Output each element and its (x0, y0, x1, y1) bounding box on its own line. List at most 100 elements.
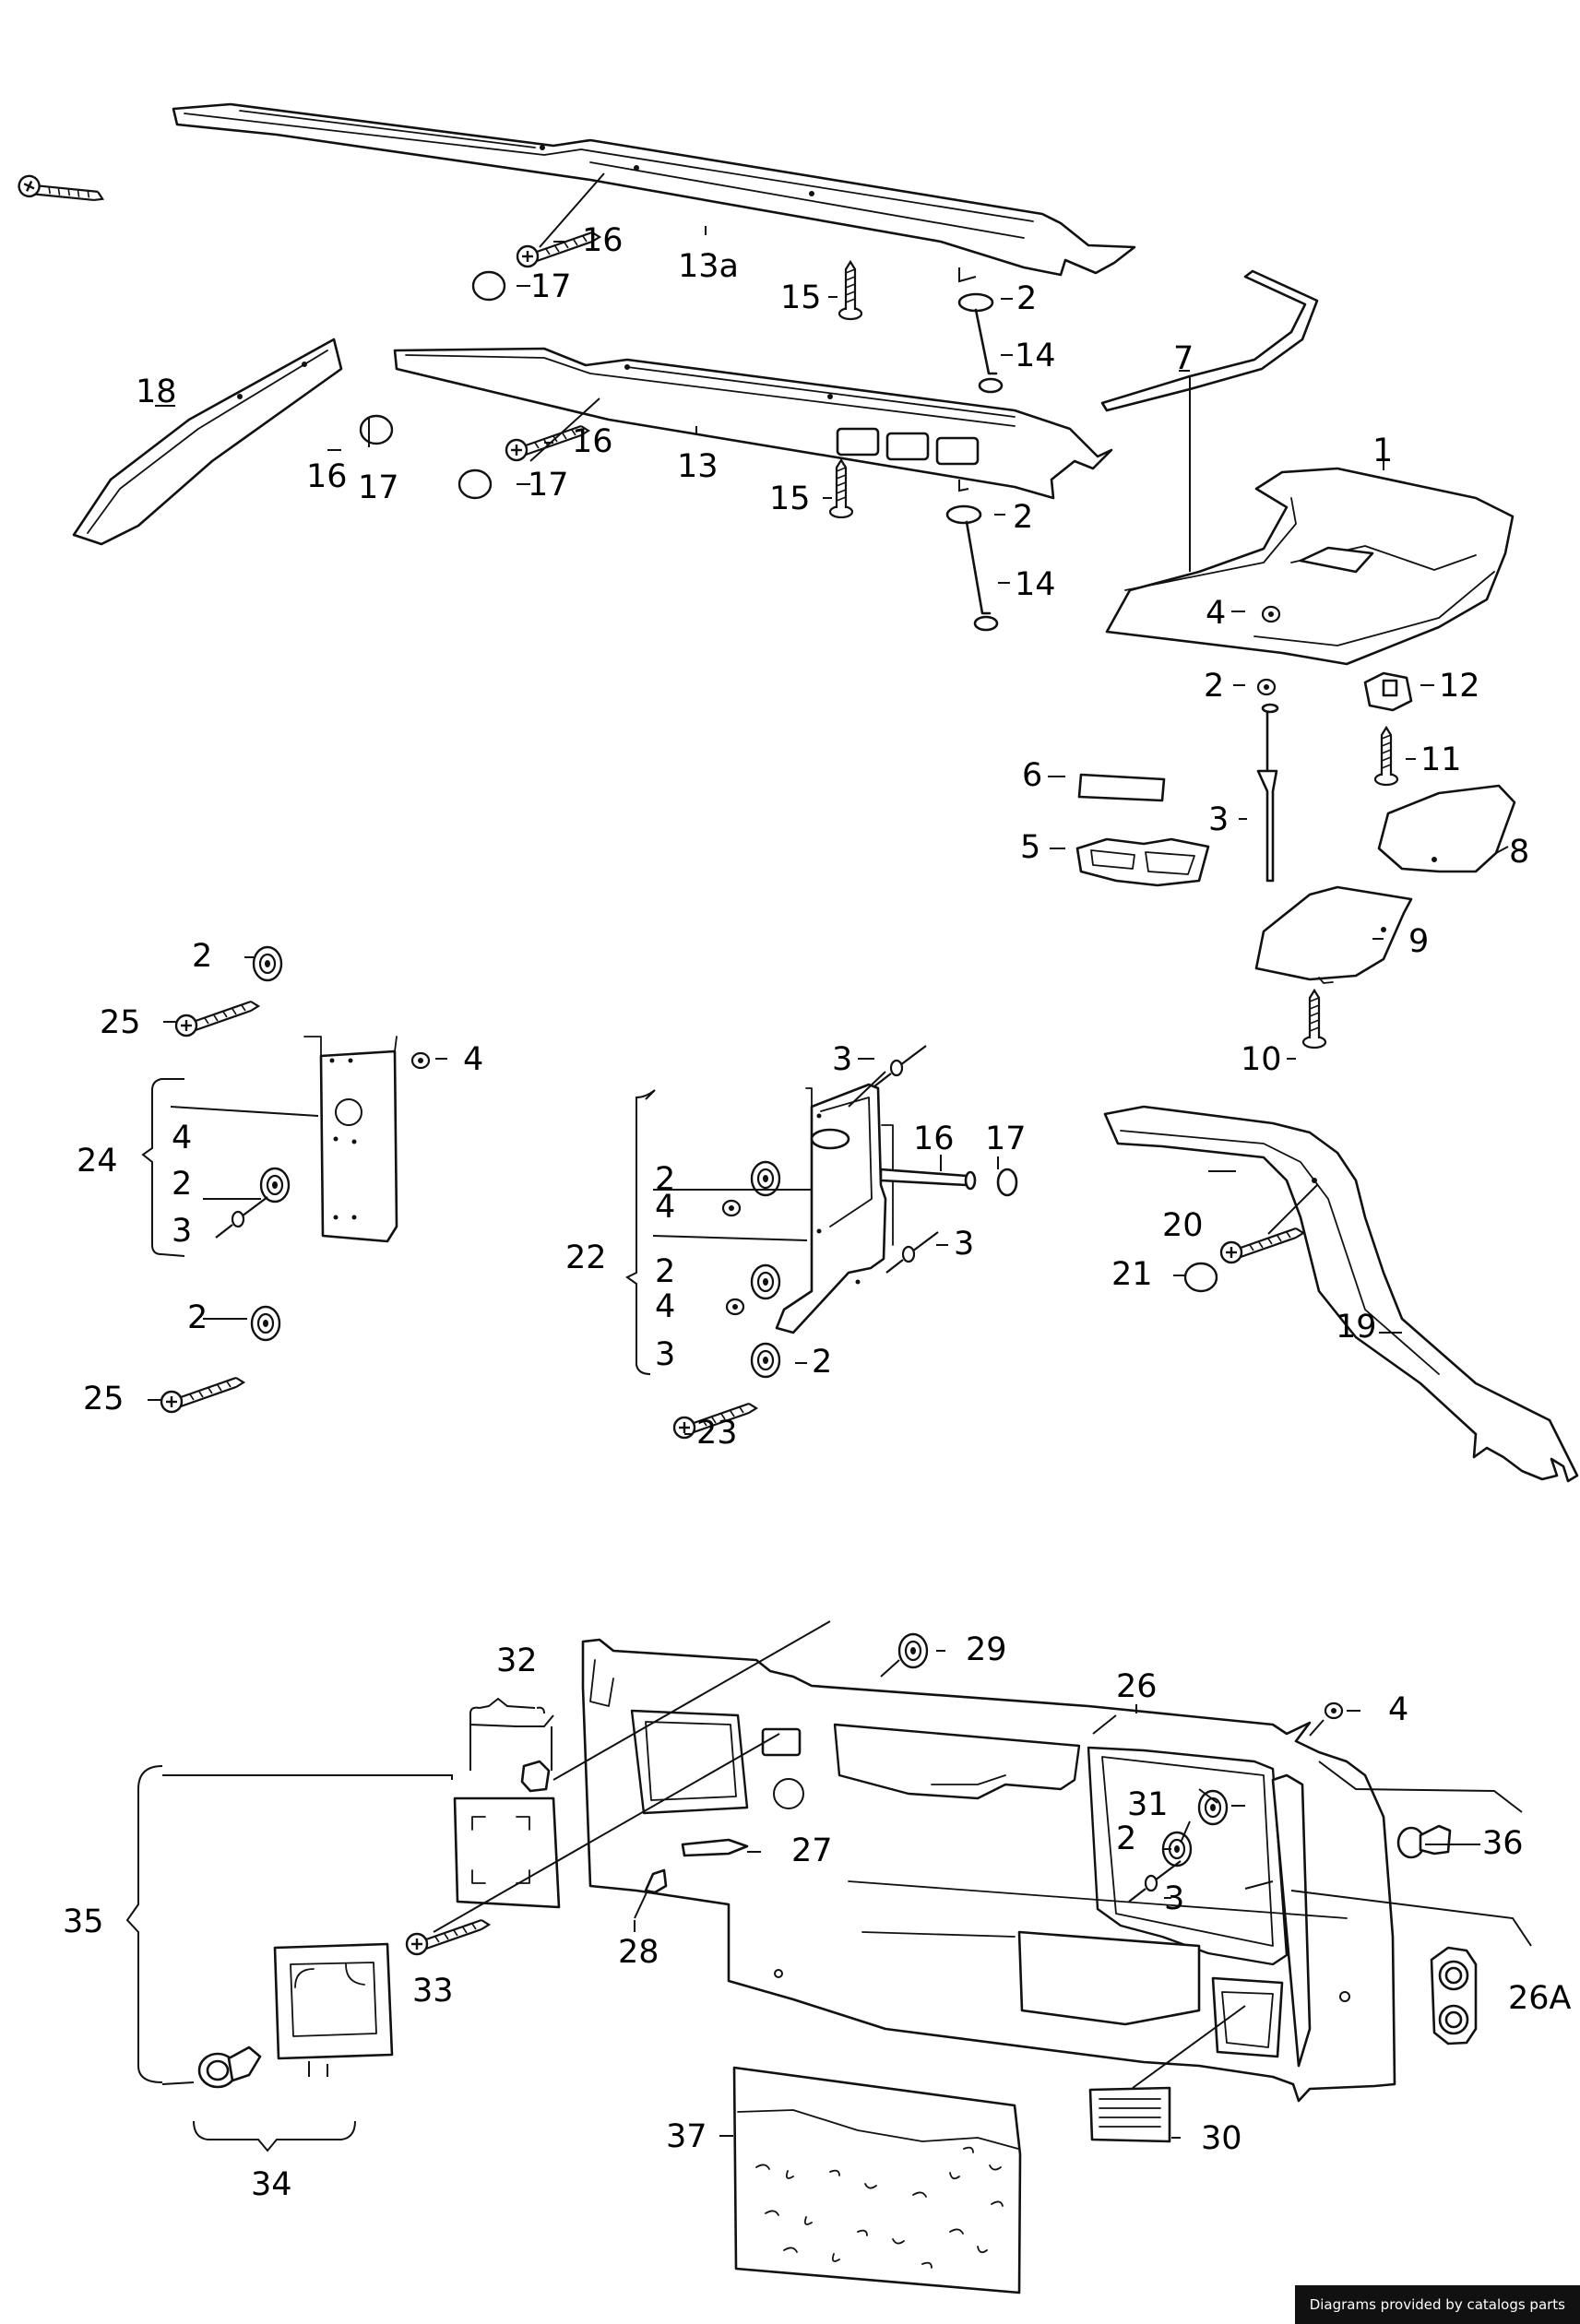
callout-15-a: 15 (780, 279, 822, 316)
callout-2-j: 2 (1116, 1820, 1136, 1857)
callout-14-a: 14 (1015, 338, 1056, 374)
part-24-pillar-trim (303, 1036, 398, 1243)
part-30-grille (1088, 2086, 1171, 2143)
callout-20: 20 (1162, 1207, 1204, 1244)
callout-17-d: 17 (985, 1120, 1027, 1157)
callout-7: 7 (1173, 340, 1194, 377)
callout-18: 18 (136, 374, 177, 410)
callout-2-f: 2 (187, 1299, 208, 1336)
part-36-knob (1396, 1824, 1452, 1859)
callout-14-b: 14 (1015, 566, 1056, 603)
fastener-screw-14a (974, 308, 1004, 394)
fastener-cap-17b (457, 468, 493, 500)
callout-16-d: 16 (913, 1120, 955, 1157)
callout-27: 27 (791, 1832, 833, 1869)
fastener-pin-3-p22a (873, 1044, 928, 1088)
fastener-cap-29 (897, 1632, 929, 1669)
callout-2-b: 2 (1204, 668, 1224, 705)
part-35-bracket (453, 1796, 561, 1909)
callout-2-d: 2 (192, 938, 212, 975)
fastener-screw-20 (1219, 1227, 1305, 1264)
fastener-nut-4-p22b (725, 1298, 745, 1316)
callout-4-d: 4 (655, 1189, 675, 1226)
callout-9: 9 (1408, 923, 1429, 960)
callout-17-a: 17 (530, 268, 572, 305)
fastener-screw-10 (1301, 989, 1327, 1049)
callout-5: 5 (1020, 829, 1040, 866)
fastener-screw-11 (1373, 726, 1399, 787)
callout-2-c: 2 (1013, 499, 1033, 536)
part-3-rod (1256, 703, 1279, 883)
part-26-rear-panel (581, 1638, 1396, 2103)
part-18-trim (72, 338, 343, 546)
part-13a-rail (172, 102, 1136, 277)
fastener-nut-4-p24 (410, 1051, 431, 1070)
fastener-screw-15a (838, 260, 863, 321)
fastener-grommet-2-p24c (250, 1305, 281, 1342)
part-8-visor (1377, 784, 1516, 873)
footer-credit: Diagrams provided by catalogs parts (1294, 2285, 1580, 2324)
part-6-pad (1077, 773, 1166, 802)
part-34-lamp (197, 2045, 262, 2089)
callout-6: 6 (1022, 757, 1042, 794)
callout-35: 35 (63, 1903, 104, 1940)
part-28-pin (634, 1868, 668, 1919)
fastener-pin-3-p24 (214, 1195, 269, 1239)
callout-13a: 13a (678, 248, 739, 285)
callout-17-b: 17 (358, 469, 399, 506)
fastener-screw-33 (405, 1918, 491, 1956)
fastener-nut-4-top (1261, 605, 1281, 623)
part-19-pillar (1103, 1105, 1579, 1483)
callout-17-c: 17 (528, 467, 569, 504)
fastener-grommet-2-p24a (252, 945, 283, 982)
fastener-washer-2b (945, 504, 982, 525)
callout-25-b: 25 (83, 1381, 125, 1417)
callout-11: 11 (1420, 741, 1462, 778)
callout-2-e: 2 (172, 1166, 192, 1203)
callout-31: 31 (1127, 1786, 1169, 1823)
callout-26a: 26A (1508, 1980, 1572, 2017)
callout-2-a: 2 (1016, 280, 1037, 317)
fastener-screw-15b (828, 458, 854, 519)
callout-30: 30 (1201, 2120, 1242, 2157)
fastener-screw-16-p22 (879, 1168, 977, 1191)
callout-3-f: 3 (1164, 1880, 1184, 1917)
fastener-cap-17-p22 (996, 1168, 1018, 1197)
fastener-screw-16c (14, 159, 106, 228)
fastener-screw-25b (160, 1376, 245, 1414)
part-32-clip (520, 1760, 551, 1793)
callout-3-d: 3 (954, 1226, 974, 1263)
callout-15-b: 15 (769, 480, 811, 517)
part-34-lamp-frame (273, 1942, 394, 2060)
fastener-washer-2c (1256, 678, 1277, 696)
part-37-insulation (732, 2066, 1022, 2294)
fastener-grommet-31 (1197, 1789, 1229, 1826)
callout-12: 12 (1439, 668, 1480, 705)
fastener-grommet-2-p24b (259, 1167, 291, 1204)
part-7-seal (1100, 269, 1319, 412)
callout-4-b: 4 (463, 1041, 483, 1078)
part-13-rail (393, 347, 1113, 500)
fastener-cap-17a (471, 270, 506, 302)
callout-3-e: 3 (655, 1336, 675, 1373)
callout-4-e: 4 (655, 1288, 675, 1325)
callout-33: 33 (412, 1973, 454, 2010)
callout-2-h: 2 (655, 1253, 675, 1290)
callout-16-b: 16 (306, 458, 348, 495)
callout-19: 19 (1336, 1309, 1377, 1346)
callout-3-b: 3 (172, 1213, 192, 1250)
callout-16-c: 16 (572, 423, 613, 460)
part-12-clip (1363, 671, 1413, 712)
fastener-grommet-2-p22b (750, 1263, 781, 1300)
callout-10: 10 (1241, 1041, 1282, 1078)
leader-lines (125, 172, 1532, 2152)
callout-25-a: 25 (100, 1004, 141, 1041)
callout-13: 13 (677, 448, 719, 485)
fastener-cap-21 (1183, 1262, 1218, 1293)
callout-3-a: 3 (1208, 801, 1229, 838)
callout-22: 22 (565, 1239, 607, 1276)
callout-1: 1 (1372, 433, 1393, 469)
fastener-screw-14b (965, 520, 999, 632)
callout-24: 24 (77, 1143, 118, 1180)
callout-4-f: 4 (1388, 1691, 1408, 1728)
